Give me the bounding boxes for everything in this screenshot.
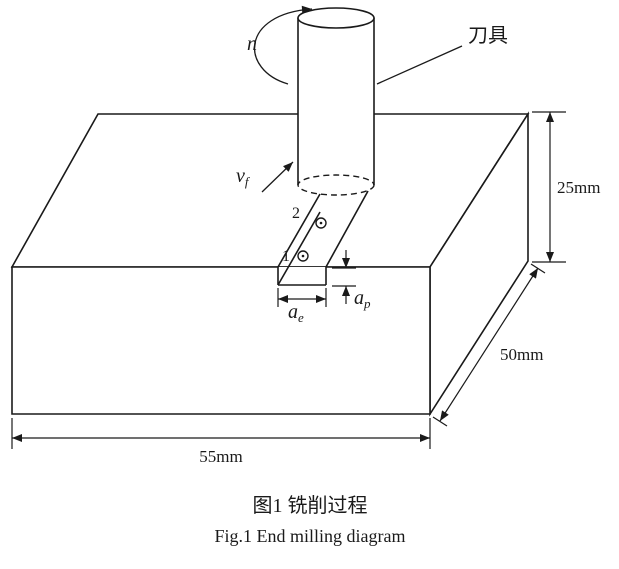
milling-tool	[297, 7, 375, 196]
point2-dot	[319, 221, 323, 225]
point2-label: 2	[292, 205, 300, 222]
tool-annotation: 刀具	[376, 25, 508, 85]
measurement-points: 2 1	[282, 205, 327, 265]
dimension-ae: ae	[277, 288, 327, 325]
height-label: 25mm	[557, 178, 600, 197]
milled-slot	[277, 190, 369, 286]
ae-label: ae	[288, 301, 304, 325]
feed-label: vf	[236, 165, 251, 189]
feed-annotation: vf	[236, 161, 294, 193]
depth-label: 50mm	[500, 345, 543, 364]
tool-label: 刀具	[468, 25, 508, 47]
tool-body-fill	[298, 18, 374, 195]
depth-dim-line	[439, 267, 539, 422]
slot-right-wall-top-edge	[325, 190, 369, 268]
rotation-annotation: n	[247, 5, 313, 85]
point1-label: 1	[282, 248, 290, 265]
box-front-face	[11, 266, 431, 415]
rotation-arrow	[253, 5, 313, 85]
dimension-length: 55mm	[11, 418, 431, 466]
caption-chinese: 图1 铣削过程	[253, 494, 368, 517]
rotation-speed-label: n	[247, 33, 257, 55]
workpiece-box	[10, 111, 530, 417]
caption-english: Fig.1 End milling diagram	[215, 526, 406, 546]
slot-notch-fill	[278, 267, 326, 285]
ap-label: ap	[354, 287, 371, 311]
length-label: 55mm	[199, 447, 242, 466]
point1-dot	[301, 254, 305, 258]
point1-circle	[297, 250, 309, 262]
figure-caption: 图1 铣削过程 Fig.1 End milling diagram	[215, 494, 406, 546]
slot-left-wall-top-edge	[277, 193, 321, 268]
point2-circle	[315, 217, 327, 229]
tool-bottom-ellipse	[297, 174, 375, 196]
depth-tick-bottom	[432, 416, 448, 427]
tool-leader-line	[376, 45, 463, 85]
feed-arrow	[261, 161, 294, 193]
tool-top-ellipse	[297, 7, 375, 29]
slot-floor-left-edge	[277, 211, 321, 286]
dimension-height: 25mm	[532, 111, 600, 263]
dimension-ap: ap	[332, 250, 371, 311]
dimension-depth: 50mm	[432, 263, 546, 427]
